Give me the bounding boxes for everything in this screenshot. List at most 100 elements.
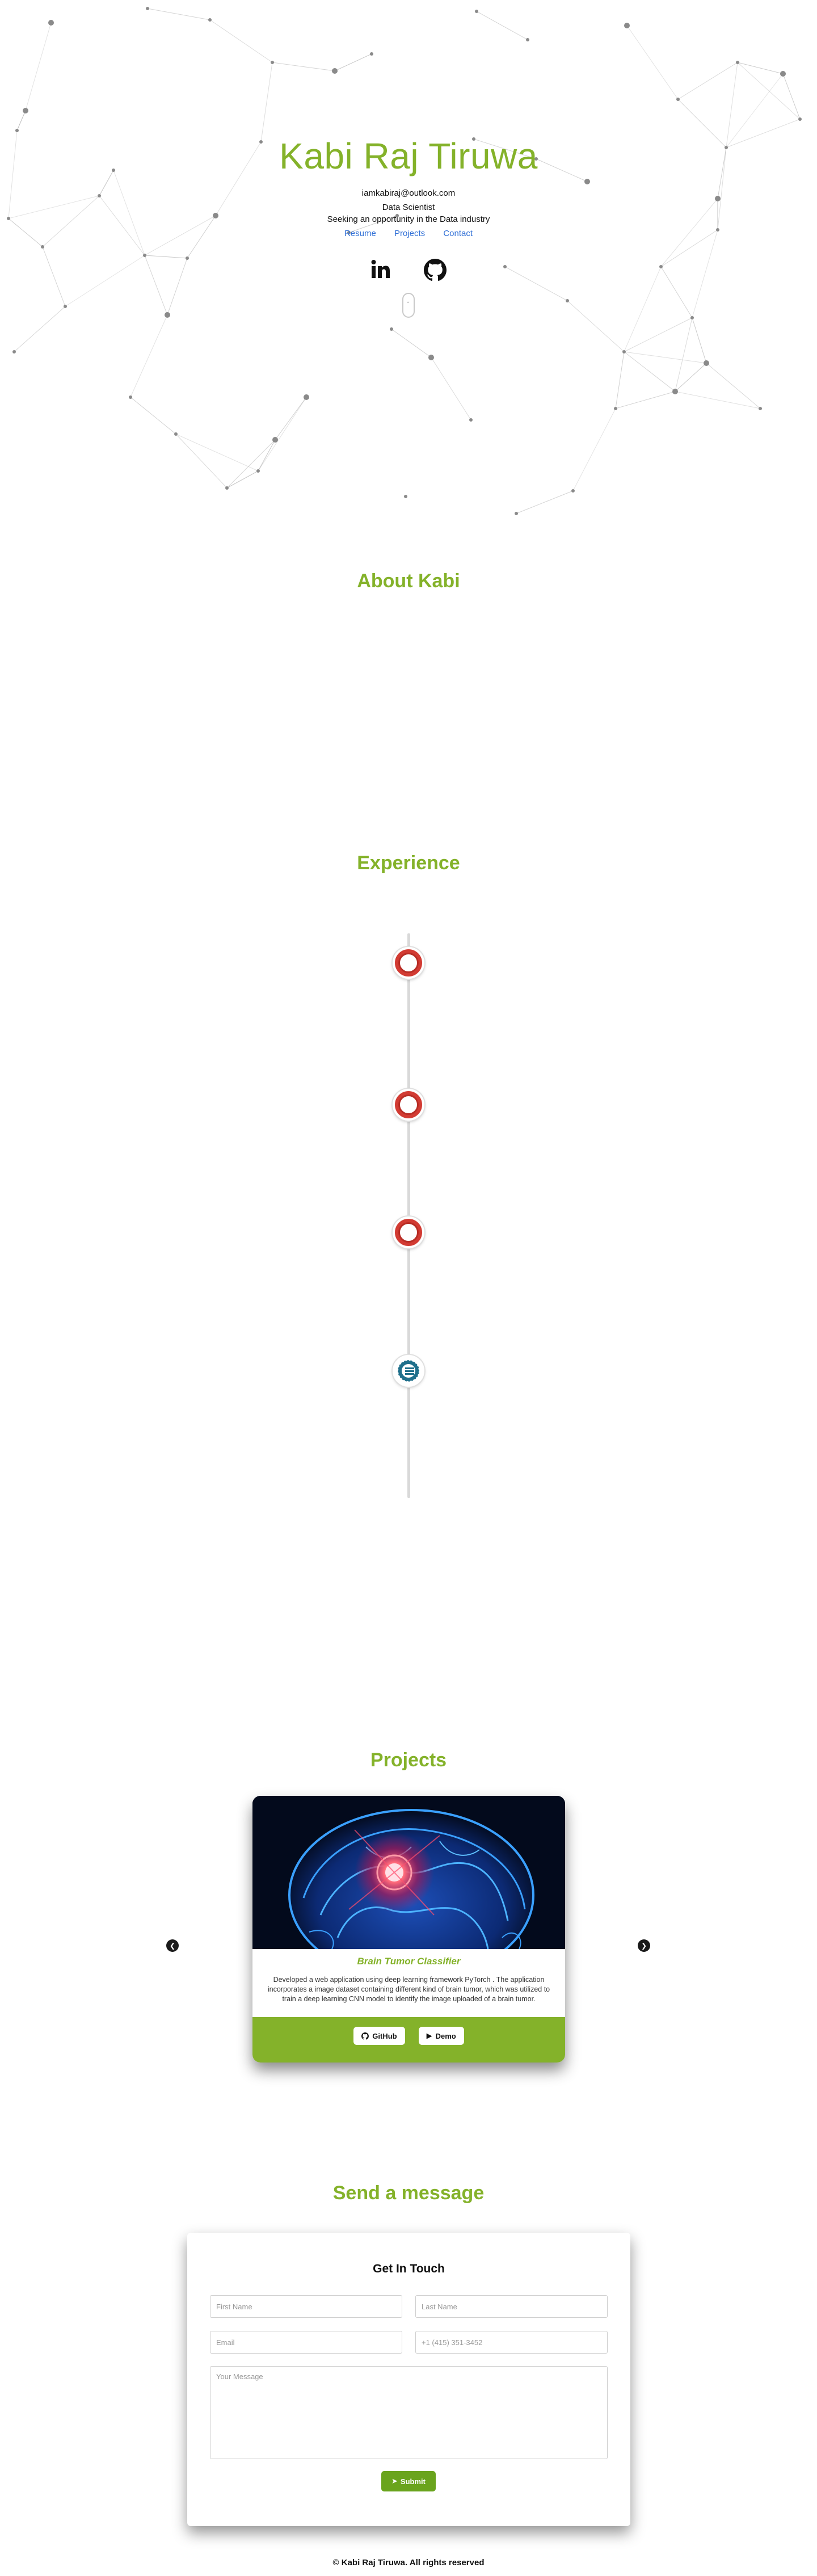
network-link [726,62,738,148]
network-node [716,228,719,231]
network-node [347,231,351,234]
hero-email: iamkabiraj@outlook.com [361,188,456,199]
network-link [144,255,188,259]
network-node [704,360,709,366]
network-node [390,327,393,331]
timeline-line [407,933,410,1498]
network-link [130,314,168,398]
network-link [624,351,676,392]
network-link [473,138,537,159]
particle-network-background [7,7,802,515]
network-node [428,355,434,360]
project-actions: GitHub ▶ Demo [252,2017,565,2063]
network-node [225,486,229,490]
last-name-field[interactable]: Last Name [415,2295,608,2318]
network-link [215,141,262,216]
network-link [615,391,676,409]
network-node [370,52,373,56]
contact-form: Get In Touch First Name Last Name Email … [187,2233,630,2526]
github-button[interactable]: GitHub [353,2027,405,2045]
github-icon [361,2032,369,2040]
network-link [175,433,259,472]
network-node [174,432,178,436]
message-field[interactable]: Your Message [210,2366,608,2459]
network-link [675,317,693,392]
network-node [143,254,146,257]
network-node [614,407,617,410]
network-node [23,108,28,113]
network-node [186,256,189,260]
phone-field[interactable]: +1 (415) 351-3452 [415,2331,608,2354]
email-field[interactable]: Email [210,2331,402,2354]
network-node [256,469,260,473]
network-link [504,266,568,301]
network-link [275,397,307,440]
first-name-field[interactable]: First Name [210,2295,402,2318]
network-node [98,194,101,197]
github-button-label: GitHub [372,2031,397,2040]
network-node [272,437,278,443]
network-node [659,265,663,268]
network-node [395,214,399,217]
network-link [675,363,707,392]
demo-button[interactable]: ▶ Demo [418,2027,464,2045]
network-link [717,147,727,230]
resume-link[interactable]: Resume [344,229,376,239]
network-node [566,299,569,302]
brain-image [252,1796,565,1981]
network-node [208,18,212,22]
network-node [515,512,518,515]
network-node [64,305,67,308]
network-node [475,10,478,13]
network-node [271,61,274,64]
send-icon: ➤ [391,2477,398,2485]
network-link [175,433,228,489]
network-link [737,62,801,120]
contact-heading: Get In Touch [373,2262,445,2275]
submit-button[interactable]: ➤ Submit [381,2471,436,2491]
network-link [660,198,718,267]
chevron-down-icon: ⌄ [406,298,411,305]
timeline-node-company-logo-teal-icon[interactable] [393,1355,424,1387]
network-link [8,218,43,247]
network-node [715,196,721,201]
timeline-node-company-logo-icon[interactable] [393,1089,424,1121]
network-link [706,363,761,409]
network-link [16,110,26,131]
network-link [692,229,718,318]
network-link [624,351,707,364]
network-node [780,71,786,77]
network-link [782,73,801,120]
network-node [112,169,115,172]
network-node [469,418,473,422]
network-link [516,490,574,514]
chevron-right-icon[interactable]: ❯ [638,1939,650,1952]
network-link [677,99,727,148]
footer-copyright: © Kabi Raj Tiruwa. All rights reserved [332,2558,485,2567]
network-node [534,157,538,161]
timeline-node-company-logo-icon[interactable] [393,1217,424,1248]
network-link [536,158,588,182]
network-link [14,306,66,352]
network-link [258,397,307,472]
network-node [672,389,678,394]
network-link [130,397,176,435]
network-node [503,265,507,268]
network-link [167,258,188,315]
network-link [226,439,276,489]
linkedin-icon[interactable] [370,259,391,281]
scroll-down-indicator[interactable]: ⌄ [402,293,415,318]
network-node [725,146,728,149]
project-body: Brain Tumor Classifier Developed a web a… [252,1949,565,2017]
play-icon: ▶ [426,2031,432,2040]
network-link [567,300,625,352]
github-icon[interactable] [424,259,447,281]
chevron-left-icon[interactable]: ❮ [166,1939,179,1952]
network-link [334,53,372,71]
network-link [615,351,625,409]
timeline-node-company-logo-icon[interactable] [393,947,424,979]
network-link [8,130,18,219]
contact-link[interactable]: Contact [443,229,473,239]
network-link [99,195,145,256]
projects-link[interactable]: Projects [394,229,426,239]
